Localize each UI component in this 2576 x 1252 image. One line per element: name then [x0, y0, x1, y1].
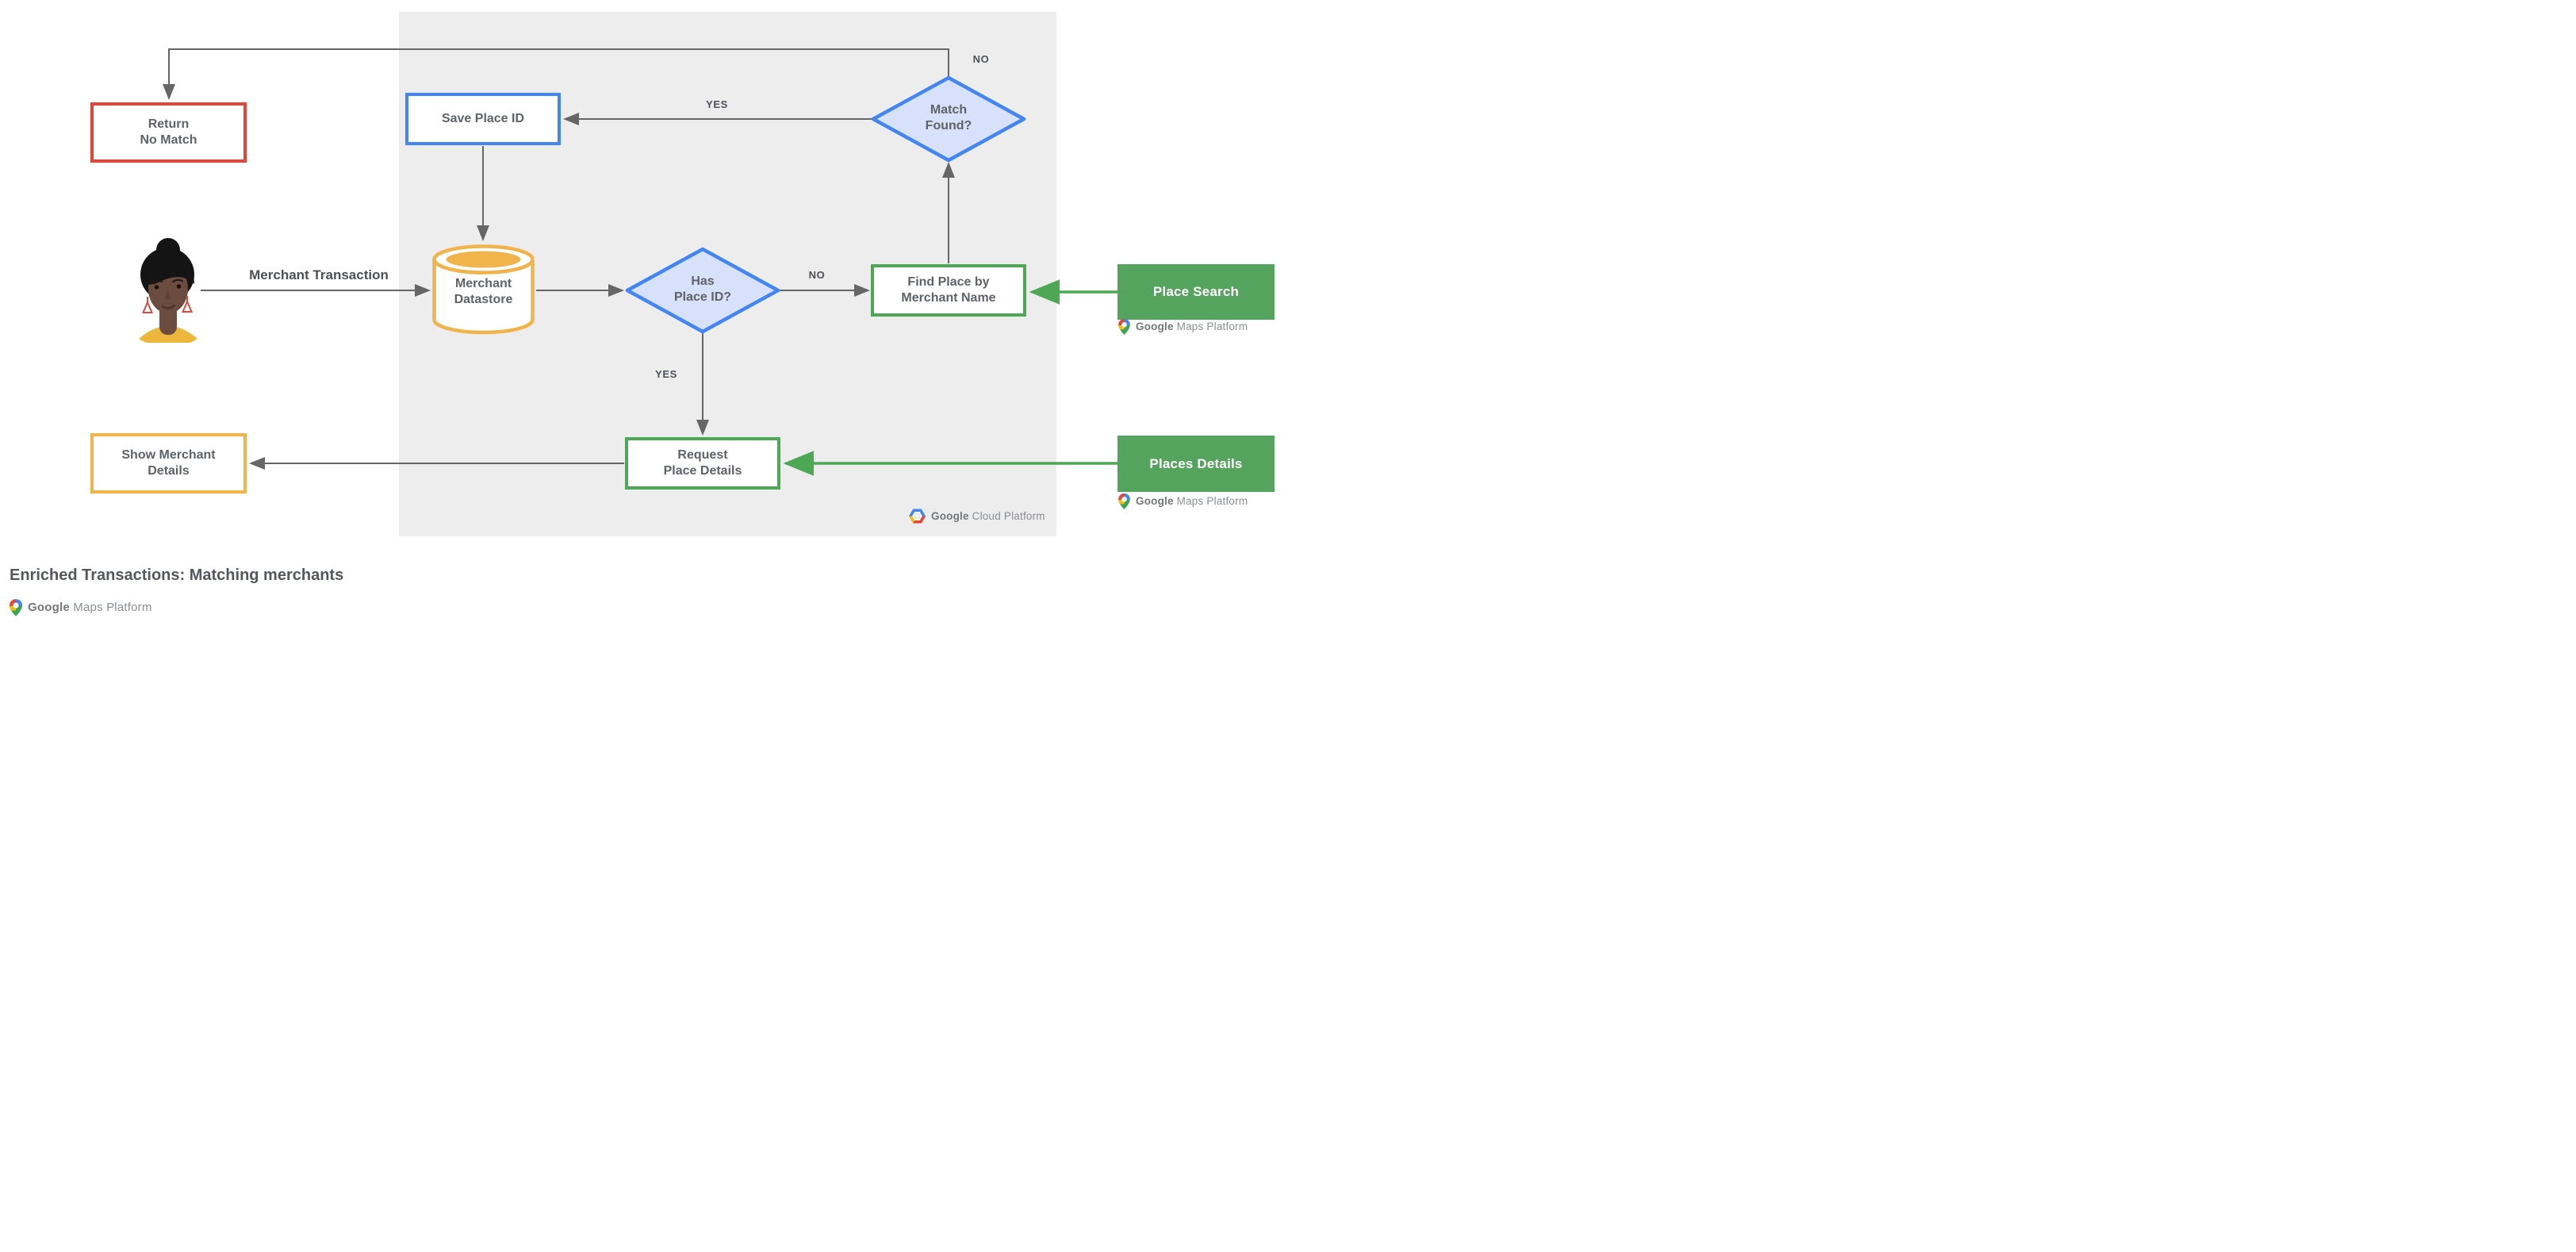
node-request-place-details: Request Place Details	[625, 437, 780, 490]
google-maps-pin-icon	[10, 599, 22, 616]
node-place-search-api: Place Search	[1117, 264, 1275, 320]
avatar-mouth	[161, 304, 176, 309]
diagram-title: Enriched Transactions: Matching merchant…	[10, 566, 344, 584]
google-maps-pin-icon	[1118, 319, 1130, 335]
avatar-nose	[165, 290, 171, 300]
avatar-fringe	[142, 249, 194, 285]
edge-label-yes-top: YES	[706, 98, 728, 110]
google-cloud-hexagon-icon	[909, 509, 926, 524]
gmp-logo-places-details: Google Maps Platform	[1118, 494, 1248, 509]
gcp-logo: Google Cloud Platform	[909, 509, 1045, 524]
node-match-found: Match Found?	[871, 75, 1026, 163]
node-has-place-id: Has Place ID?	[625, 247, 780, 334]
avatar-earrings	[141, 296, 194, 313]
edge-label-no-top: NO	[972, 53, 990, 65]
gmp-logo-footer: Google Maps Platform	[10, 599, 152, 616]
edge-label-yes-mid: YES	[655, 368, 677, 380]
node-return-no-match: Return No Match	[90, 102, 247, 163]
datastore-top-inner	[446, 251, 521, 268]
google-maps-pin-icon	[1118, 494, 1130, 509]
node-show-merchant-details: Show Merchant Details	[90, 433, 247, 494]
node-merchant-datastore: Merchant Datastore	[432, 242, 535, 337]
merchant-user-avatar	[139, 238, 197, 343]
node-save-place-id: Save Place ID	[405, 93, 561, 145]
gmp-logo-place-search: Google Maps Platform	[1118, 319, 1248, 335]
edge-label-merchant-transaction: Merchant Transaction	[249, 267, 389, 282]
edge-label-no-mid: NO	[808, 269, 826, 281]
node-find-place-by-merchant-name: Find Place by Merchant Name	[871, 264, 1026, 317]
node-places-details-api: Places Details	[1117, 436, 1275, 492]
flowchart-canvas: Return No Match Save Place ID Find Place…	[0, 0, 1288, 626]
